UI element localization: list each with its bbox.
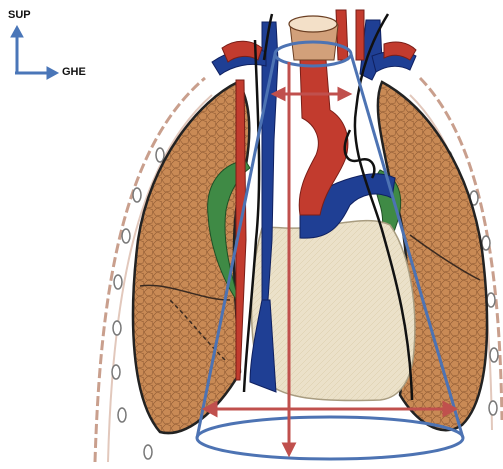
rib-node [144, 445, 152, 459]
rib-node [133, 188, 141, 202]
trachea-cross-section [289, 16, 337, 32]
rib-node [487, 293, 495, 307]
rib-node [489, 401, 497, 415]
rib-node [114, 275, 122, 289]
right-lung [133, 82, 249, 433]
rib-node [490, 348, 498, 362]
rib-node [122, 229, 130, 243]
orientation-indicator [11, 26, 58, 79]
cone-base-ellipse [197, 417, 463, 459]
heart [252, 221, 415, 401]
rib-node [112, 365, 120, 379]
rib-node [113, 321, 121, 335]
upper-width-right-arrowhead [339, 89, 349, 99]
rib-node [156, 148, 164, 162]
lateral-arrowhead [47, 67, 58, 79]
lateral-label: GHE [62, 66, 86, 78]
rib-node [118, 408, 126, 422]
rib-node [482, 236, 490, 250]
vertical-arrowhead [284, 444, 294, 454]
superior-arrowhead [11, 26, 23, 37]
superior-label: SUP [8, 9, 31, 21]
